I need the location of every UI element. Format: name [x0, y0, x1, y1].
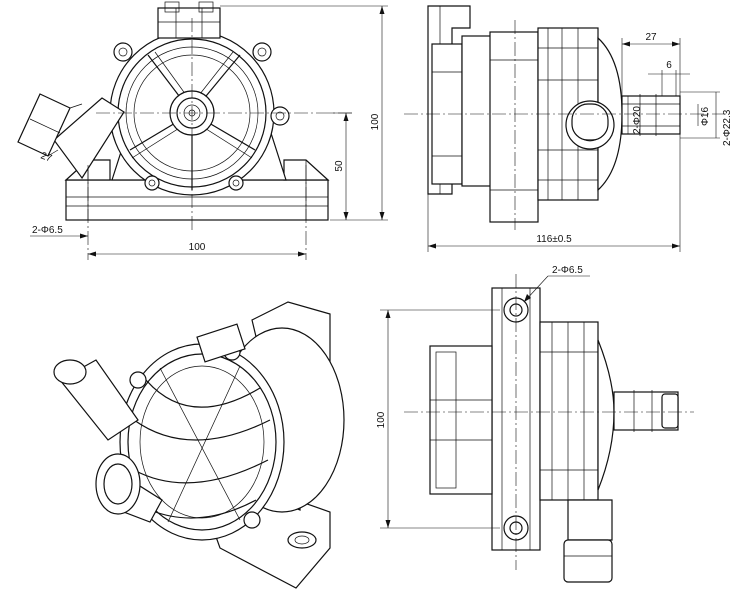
- dim-text-outlet-length: 27: [645, 32, 657, 43]
- dim-rear-height-100: 100: [376, 309, 500, 529]
- dim-side-inner-diameter: Φ16: [697, 104, 711, 126]
- isometric-view: [53, 301, 345, 589]
- dim-text-bead-diameter: 2-Φ22.3: [722, 109, 733, 146]
- rear-motor-body: [539, 321, 615, 501]
- rear-connector: [429, 345, 493, 495]
- dim-text-axis-height: 50: [334, 160, 345, 172]
- rear-view: 2-Φ6.5 100: [376, 265, 694, 583]
- dim-text-rear-holes: 2-Φ6.5: [552, 265, 583, 276]
- dim-front-axis-50: 50: [330, 112, 352, 220]
- electrical-connector-front: [157, 1, 221, 39]
- dim-text-outer-diameter: 2-Φ20: [632, 106, 643, 134]
- inlet-pipe-front: [17, 93, 125, 180]
- dim-front-height-100: 100: [220, 5, 388, 221]
- dim-text-inner-diameter: Φ16: [700, 106, 711, 126]
- iso-pump-housing: [119, 343, 285, 541]
- side-inlet-pipe: [565, 100, 615, 150]
- dim-side-wall-6: 6: [648, 60, 690, 96]
- dim-side-outer-diameter: 2-Φ20: [627, 96, 643, 134]
- dim-text-front-height: 100: [370, 113, 381, 130]
- dim-rear-mount-holes: 2-Φ6.5: [523, 265, 590, 303]
- dim-front-spacing-100: 100: [88, 242, 306, 257]
- dim-side-overall-length: 116±0.5: [427, 134, 681, 252]
- side-view: 27 6 2-Φ20 Φ16 2-Φ22.3: [404, 5, 733, 252]
- rear-outlet-pipe: [613, 390, 679, 432]
- dim-text-inlet-diameter: 27: [39, 150, 54, 164]
- dim-front-mount-holes: 2-Φ6.5: [30, 225, 88, 239]
- dim-text-overall-length: 116±0.5: [536, 234, 572, 245]
- side-outlet-pipe: [621, 94, 681, 136]
- dim-side-bead-diameter: 2-Φ22.3: [680, 91, 733, 146]
- rear-inlet-pipe: [563, 499, 613, 583]
- iso-inlet-pipe: [53, 359, 163, 523]
- dim-text-front-holes: 2-Φ6.5: [32, 225, 63, 236]
- dim-text-wall: 6: [666, 60, 672, 71]
- iso-connector: [196, 323, 246, 363]
- front-view: 100 50 27 2-Φ6.5 100: [17, 1, 388, 260]
- dim-side-outlet-27: 27: [621, 32, 681, 96]
- dim-text-hole-spacing: 100: [189, 242, 206, 253]
- dim-text-rear-height: 100: [376, 411, 387, 428]
